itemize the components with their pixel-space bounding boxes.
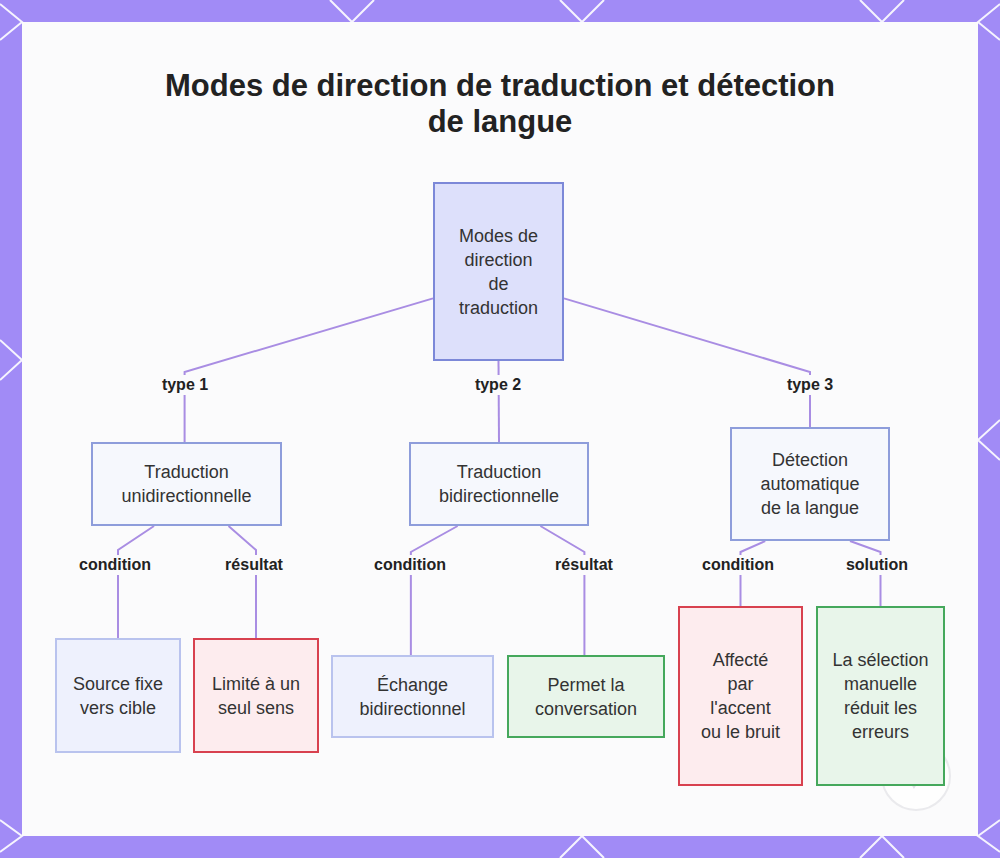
node-text: Modes de direction de traduction <box>453 224 544 320</box>
concept-box: Source fixe vers cible <box>55 638 181 753</box>
connector-line <box>229 526 256 638</box>
edge-label: condition <box>76 555 154 575</box>
edge-label: type 1 <box>159 375 211 395</box>
connector-line <box>185 298 433 442</box>
edge-label: condition <box>699 555 777 575</box>
concept-box: Traduction unidirectionnelle <box>91 442 282 526</box>
node-text: La sélection manuelle réduit les erreurs <box>832 648 929 744</box>
root-box: Modes de direction de traduction <box>433 182 564 361</box>
connector-line <box>498 361 501 442</box>
concept-box: Échange bidirectionnel <box>331 655 494 738</box>
concept-box: Permet la conversation <box>507 655 665 738</box>
concept-box: La sélection manuelle réduit les erreurs <box>816 606 945 786</box>
connector-line <box>118 526 154 638</box>
edge-label: résultat <box>552 555 616 575</box>
edge-label: résultat <box>222 555 286 575</box>
edge-label: solution <box>843 555 911 575</box>
edge-label: condition <box>371 555 449 575</box>
connector-line <box>411 526 458 655</box>
node-text: Source fixe vers cible <box>71 672 165 720</box>
node-text: Affecté par l'accent ou le bruit <box>698 648 783 744</box>
edge-label: type 3 <box>784 375 836 395</box>
diagram-title: Modes de direction de traduction et déte… <box>150 68 850 140</box>
concept-box: Détection automatique de la langue <box>730 427 890 541</box>
concept-box: Affecté par l'accent ou le bruit <box>678 606 803 786</box>
concept-box: Limité à un seul sens <box>193 638 319 753</box>
node-text: Limité à un seul sens <box>211 672 301 720</box>
concept-box: Traduction bidirectionnelle <box>409 442 589 526</box>
node-text: Détection automatique de la langue <box>752 448 868 520</box>
connector-line <box>540 526 584 655</box>
node-text: Traduction unidirectionnelle <box>103 460 270 508</box>
node-text: Traduction bidirectionnelle <box>421 460 577 508</box>
edge-label: type 2 <box>472 375 524 395</box>
node-text: Permet la conversation <box>523 673 649 721</box>
node-text: Échange bidirectionnel <box>345 673 480 721</box>
connector-line <box>564 298 810 427</box>
